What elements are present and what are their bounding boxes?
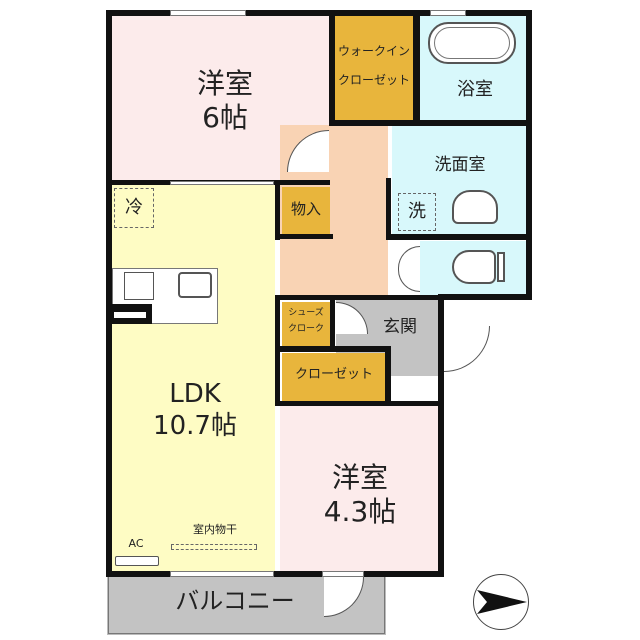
fridge-space — [114, 188, 154, 228]
stove-icon — [124, 272, 154, 300]
wall-washroom-left — [386, 178, 391, 238]
storage — [282, 187, 330, 235]
western-room-6-size: 6帖 — [202, 101, 248, 134]
western-room-6-name: 洋室 — [196, 67, 253, 100]
washroom-label: 洗面室 — [434, 155, 486, 175]
window-room6-top — [170, 10, 246, 16]
kitchen-wall-slot — [114, 312, 146, 318]
sliding-door-room6-ldk[interactable] — [170, 181, 274, 185]
wall-ldk-right-upper — [275, 180, 280, 240]
wall-room43-top — [275, 401, 444, 406]
walk-in-closet-line1: ウォークイン — [337, 44, 410, 58]
wall-storage-bottom — [275, 234, 333, 239]
entrance-label: 玄関 — [383, 317, 417, 337]
wall-closet-top — [275, 346, 388, 352]
bathroom-label: 浴室 — [457, 79, 493, 100]
compass-arrow-icon — [477, 590, 527, 614]
western-room-4-3-size: 4.3帖 — [323, 495, 397, 528]
kitchen-sink-icon — [178, 272, 212, 298]
window-ldk-bottom — [170, 571, 274, 577]
wall-right-upper — [526, 10, 532, 300]
ldk-size: 10.7帖 — [153, 411, 237, 441]
wall-bottom — [106, 571, 444, 577]
western-room-4-3-name: 洋室 — [331, 461, 388, 494]
wall-right-lower — [438, 294, 444, 576]
wall-washroom-bottom — [386, 234, 532, 240]
fridge-label: 冷 — [125, 197, 143, 218]
wall-right-step — [438, 294, 532, 300]
window-room43-bottom — [322, 571, 364, 577]
step-area — [392, 378, 438, 402]
wall-wic-bottom — [329, 120, 532, 126]
ac-label: AC — [128, 537, 144, 550]
ldk — [112, 185, 275, 571]
wall-closet-right — [385, 346, 391, 406]
closet — [282, 353, 386, 401]
wall-left — [106, 10, 112, 576]
wall-wic-right — [413, 10, 420, 126]
indoor-drying-label: 室内物干 — [193, 523, 237, 536]
wall-shoe-right — [330, 300, 335, 350]
walk-in-closet-line2: クローゼット — [337, 73, 410, 87]
indoor-drying-rail — [171, 544, 257, 550]
sink-icon — [452, 190, 498, 224]
compass — [473, 574, 529, 630]
balcony-label: バルコニー — [175, 587, 295, 615]
window-bath-top — [430, 10, 466, 16]
ac-unit-icon — [115, 556, 159, 566]
shoe-closet — [282, 302, 330, 346]
toilet-icon — [452, 250, 496, 284]
shoe-closet-line2: クローク — [287, 324, 324, 334]
walk-in-closet — [335, 16, 413, 120]
wall-room6-right — [329, 10, 335, 125]
storage-label: 物入 — [290, 200, 321, 218]
ldk-name: LDK — [169, 379, 221, 409]
toilet-tank-icon — [497, 252, 505, 282]
bathtub-inner — [434, 27, 510, 59]
wall-top — [106, 10, 532, 16]
shoe-closet-line1: シューズ — [288, 308, 324, 318]
washer-space — [398, 193, 436, 231]
western-room-4-3 — [280, 406, 438, 571]
closet-label: クローゼット — [294, 367, 373, 382]
washer-label: 洗 — [408, 201, 426, 222]
wall-ldk-right-lower — [275, 295, 280, 405]
wall-hall-bottom — [275, 295, 438, 300]
